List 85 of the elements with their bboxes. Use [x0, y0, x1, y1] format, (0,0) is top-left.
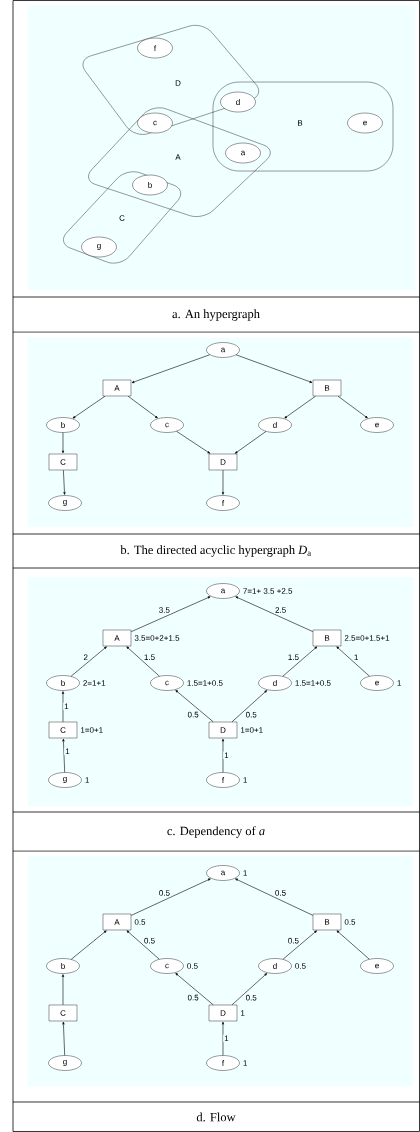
hyperedge-box: D [208, 453, 238, 471]
arrow [221, 1021, 225, 1056]
edge-label: 1.5 [286, 653, 300, 661]
value-label: 0.5 [187, 963, 198, 969]
edge-label: 0.5 [143, 936, 157, 945]
arrow [235, 354, 313, 383]
edge-label: 0.5 [157, 889, 171, 897]
edge-label: 0.5 [244, 993, 258, 1002]
arrow [235, 878, 314, 916]
panel-caption: b. The directed acyclic hypergraph D$_{a}$ [120, 545, 311, 557]
arrow [175, 690, 214, 723]
arrow [234, 431, 267, 454]
hyperedge-box: D [208, 1004, 238, 1022]
value-label: 1 [243, 870, 247, 876]
panel-caption: d. Flow [196, 1112, 236, 1122]
value-label: 1=0+1 [241, 727, 263, 733]
arrow [70, 930, 107, 960]
edge-label: 0.5 [186, 993, 200, 1002]
value-label: 2.5=0+1.5+1 [344, 635, 390, 641]
value-label: 1.5=1+0.5 [295, 680, 331, 686]
arrow [130, 596, 211, 632]
arrow [336, 646, 370, 677]
arrow [221, 469, 225, 495]
arrow [61, 432, 65, 454]
arrow [72, 395, 106, 419]
arrow [130, 878, 211, 916]
arrow [62, 738, 65, 773]
edge-label: 1 [63, 702, 70, 710]
hyperedge-box: C [48, 721, 78, 739]
arrow [61, 974, 65, 1006]
value-label: 1 [241, 1010, 245, 1016]
hyperedge-box: B [312, 379, 342, 397]
hyperedge-box: B [312, 913, 342, 931]
arrow [336, 930, 370, 960]
arrow [131, 354, 211, 383]
arrow [231, 690, 268, 723]
arrow [221, 738, 225, 773]
edge-label: 0.5 [186, 710, 200, 719]
edge-label: 1.5 [142, 653, 157, 661]
edge-label: 2.5 [274, 606, 288, 614]
arrow [337, 395, 368, 419]
value-label: 7=1+ 3.5 +2.5 [243, 588, 293, 594]
edge-label: 0.5 [273, 889, 288, 897]
value-label: 3.5=0+2+1.5 [134, 635, 180, 641]
arrow [175, 973, 214, 1006]
arrow [62, 1021, 65, 1056]
arrow [61, 691, 65, 723]
value-label: 0.5 [134, 919, 146, 925]
hyperedge-box: C [48, 453, 78, 471]
arrow [127, 395, 158, 419]
arrow [282, 646, 318, 677]
hyperedge-box: A [102, 379, 132, 397]
edge-label: 1 [223, 751, 230, 759]
edge-label: 1 [64, 747, 71, 756]
hyperedge-box: C [48, 1004, 78, 1022]
arrow [231, 973, 268, 1006]
value-label: 1=0+1 [81, 727, 103, 733]
hyperedge-box: A [102, 913, 132, 931]
arrow [126, 930, 160, 960]
edge-label: 2 [82, 653, 89, 662]
arrow [235, 596, 314, 632]
arrow [70, 646, 107, 677]
value-label: 1 [397, 680, 401, 686]
hyperedge-box: D [208, 721, 238, 739]
value-label: 1 [243, 777, 247, 783]
arrow [126, 646, 160, 677]
hyperedge-box: B [312, 629, 342, 647]
arrow [284, 395, 316, 419]
panel-caption: a. An hypergraph [172, 309, 260, 321]
arrow [176, 431, 211, 454]
value-label: 1.5=1+0.5 [187, 680, 223, 686]
value-label: 0.5 [295, 963, 306, 969]
arrow [63, 469, 66, 495]
edge-label: 1 [223, 1034, 230, 1042]
value-label: 0.5 [344, 919, 356, 925]
value-label: 1 [243, 1060, 247, 1066]
value-label: 1 [85, 777, 89, 783]
edge-label: 3.5 [157, 606, 171, 614]
panel-caption: c. Dependency of a [167, 826, 265, 838]
edge-label: 0.5 [286, 936, 300, 945]
value-label: 2=1+1 [83, 680, 106, 686]
hyperedge-box: A [102, 629, 132, 647]
edge-label: 1 [352, 653, 360, 661]
edge-label: 0.5 [244, 710, 258, 719]
arrow [282, 930, 317, 960]
